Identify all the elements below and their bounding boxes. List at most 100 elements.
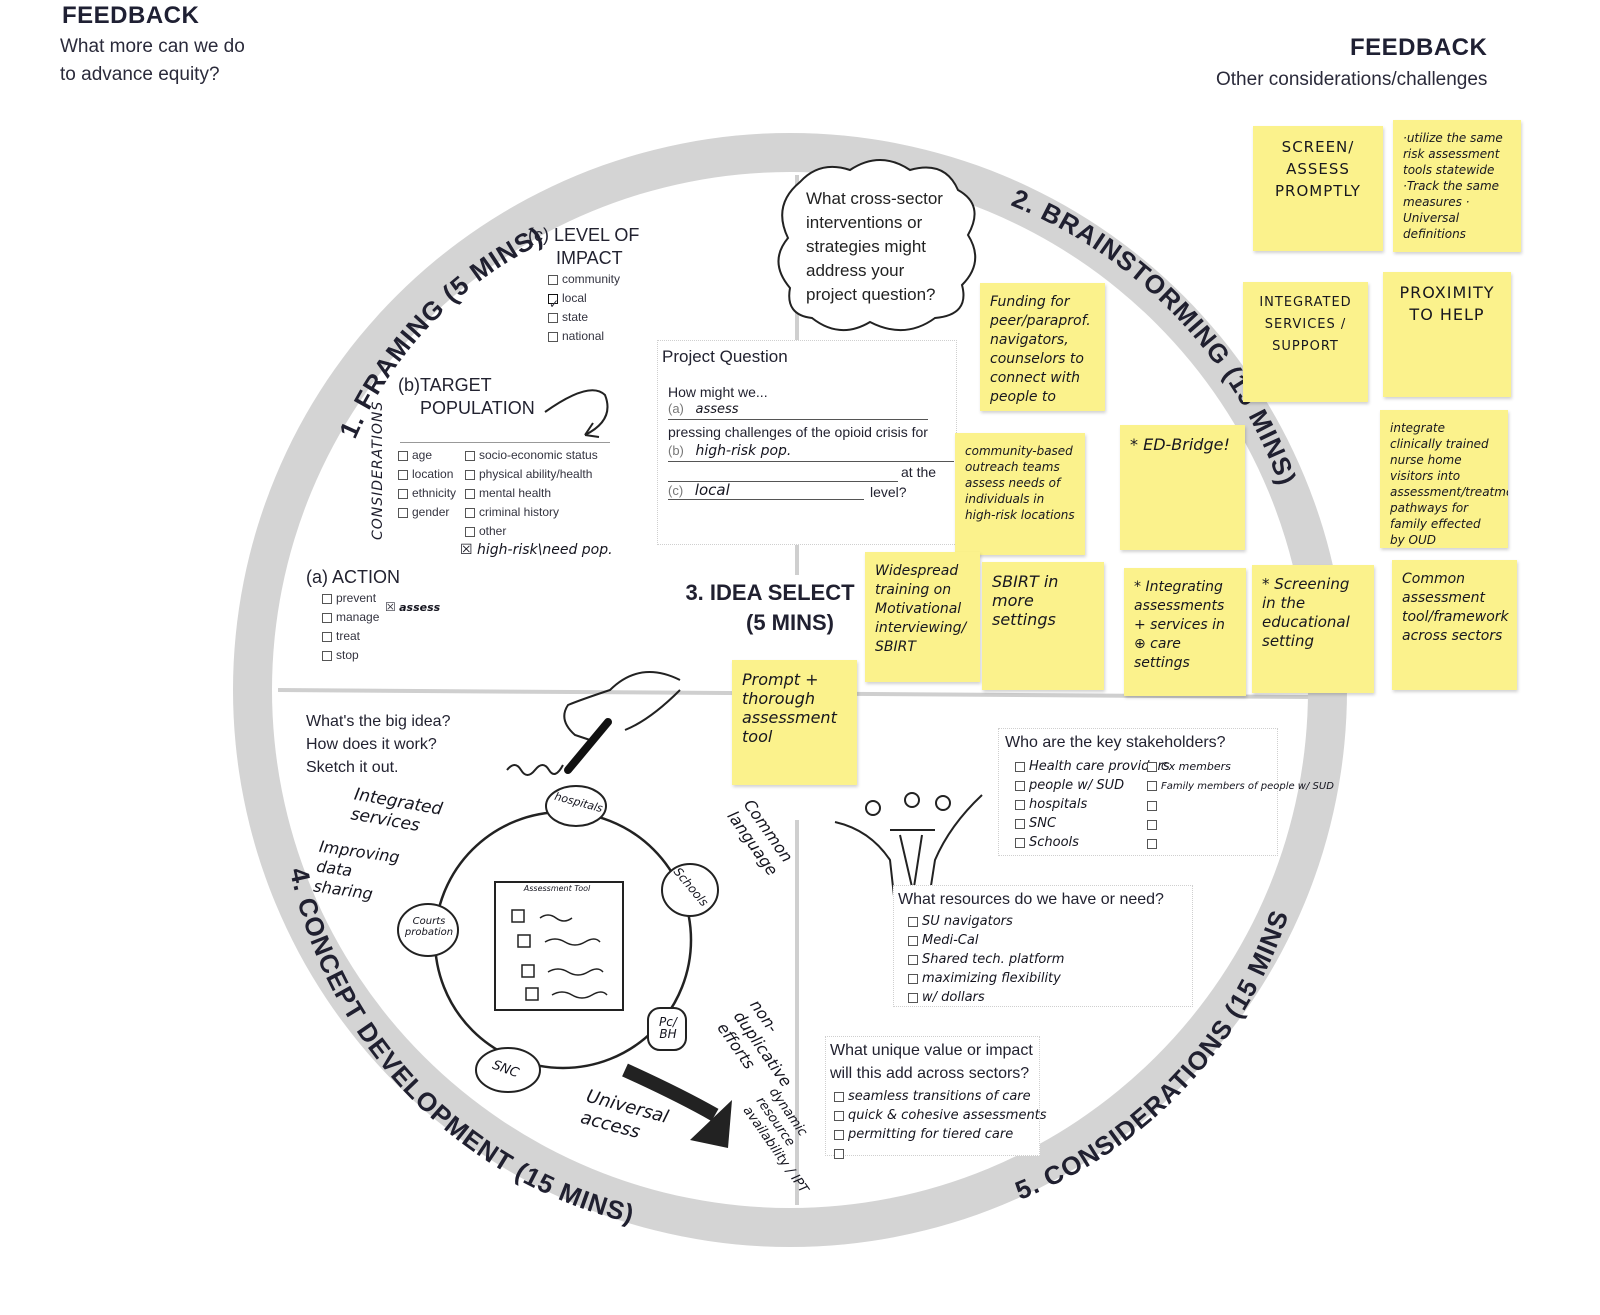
- note-integrated-services[interactable]: INTEGRATED SERVICES / SUPPORT: [1243, 282, 1368, 402]
- project-question-a[interactable]: (a) assess: [668, 401, 928, 420]
- bubble-question: What cross-sector interventions or strat…: [806, 187, 943, 307]
- project-question-level: level?: [870, 484, 907, 500]
- stakeholder-blank-1[interactable]: [1147, 796, 1334, 815]
- hand-sketch: [563, 671, 681, 741]
- project-question-pressing: pressing challenges of the opioid crisis…: [668, 424, 928, 440]
- target-option-ethnicity[interactable]: ethnicity: [398, 484, 456, 503]
- target-option-age[interactable]: age: [398, 446, 456, 465]
- target-col-1: age location ethnicity gender: [398, 446, 456, 522]
- unique-value-panel: What unique value or impact will this ad…: [825, 1036, 1047, 1159]
- feedback-right-subtitle: Other considerations/challenges: [1216, 69, 1488, 90]
- note-prompt-assessment[interactable]: Prompt + thorough assessment tool: [732, 660, 857, 785]
- note-sbirt[interactable]: SBIRT in more settings: [982, 562, 1104, 690]
- project-question-b[interactable]: (b) high-risk pop.: [668, 443, 954, 462]
- target-option-other[interactable]: other: [465, 522, 598, 541]
- action-option-stop[interactable]: stop: [322, 646, 400, 665]
- project-question-title: Project Question: [662, 347, 788, 366]
- note-funding[interactable]: Funding for peer/paraprof. navigators, c…: [980, 283, 1105, 411]
- assessment-tool-sheet: [494, 881, 624, 1011]
- stakeholders-title: Who are the key stakeholders?: [1005, 734, 1226, 751]
- node-courts-label: Courts probation: [404, 916, 454, 938]
- node-pcbh-label: Pc/ BH: [659, 1015, 677, 1041]
- big-idea-q2: How does it work?: [306, 736, 437, 753]
- project-question-at-the: at the: [901, 464, 937, 480]
- note-proximity[interactable]: PROXIMITY TO HELP: [1383, 272, 1511, 397]
- note-widespread-training[interactable]: Widespread training on Motivational inte…: [865, 552, 980, 682]
- considerations-vertical-label: CONSIDERATIONS: [370, 400, 386, 540]
- action-option-treat[interactable]: treat: [322, 627, 400, 646]
- resource-4[interactable]: maximizing flexibility: [908, 969, 1064, 988]
- target-col-2: socio-economic status physical ability/h…: [465, 446, 598, 541]
- stakeholder-4[interactable]: SNC: [1015, 814, 1170, 833]
- stakeholder-1[interactable]: Health care providers: [1015, 757, 1170, 776]
- stakeholder-3[interactable]: hospitals: [1015, 795, 1170, 814]
- note-ed-bridge[interactable]: * ED-Bridge!: [1120, 425, 1245, 550]
- target-option-criminal[interactable]: criminal history: [465, 503, 598, 522]
- impact-option-local[interactable]: ✓local: [548, 291, 587, 311]
- note-community-outreach[interactable]: community-based outreach teams assess ne…: [955, 433, 1085, 555]
- value-2[interactable]: quick & cohesive assessments: [834, 1106, 1047, 1125]
- level-of-impact-title: (c) LEVEL OF: [528, 225, 640, 245]
- note-screen-assess[interactable]: SCREEN/ ASSESS PROMPTLY: [1253, 126, 1383, 251]
- target-option-gender[interactable]: gender: [398, 503, 456, 522]
- value-3[interactable]: permitting for tiered care: [834, 1125, 1047, 1144]
- arrow-sketch: [622, 1063, 719, 1122]
- note-screening[interactable]: * Screening in the educational setting: [1252, 565, 1374, 693]
- big-idea-q1: What's the big idea?: [306, 713, 451, 730]
- stakeholder-blank-2[interactable]: [1147, 815, 1334, 834]
- level-of-impact-title-2: IMPACT: [556, 248, 623, 268]
- stakeholder-6[interactable]: Cx members: [1147, 757, 1334, 776]
- action-option-prevent[interactable]: prevent: [322, 589, 400, 608]
- big-idea-q3: Sketch it out.: [306, 759, 399, 776]
- level-of-impact: (c) LEVEL OF IMPACT community ✓local sta…: [528, 224, 639, 346]
- node-courts: [397, 903, 459, 957]
- big-idea-prompt: What's the big idea? How does it work? S…: [306, 710, 450, 779]
- stakeholder-2[interactable]: people w/ SUD: [1015, 776, 1170, 795]
- action-handwritten: ☒ assess: [385, 600, 441, 614]
- node-schools: [661, 863, 719, 917]
- feedback-left-subtitle: What more can we do to advance equity?: [60, 33, 245, 89]
- section-idea-select-label: 3. IDEA SELECT (5 MINS): [685, 580, 855, 635]
- assessment-tool-label: Assessment Tool: [523, 884, 591, 893]
- resource-2[interactable]: Medi-Cal: [908, 931, 1064, 950]
- target-option-location[interactable]: location: [398, 465, 456, 484]
- project-question-blank[interactable]: [668, 465, 898, 482]
- target-option-physical[interactable]: physical ability/health: [465, 465, 598, 484]
- bubble-line-2: interventions or: [806, 213, 923, 232]
- feedback-right-title: FEEDBACK: [1350, 34, 1488, 61]
- stakeholder-blank-3[interactable]: [1147, 834, 1334, 853]
- impact-option-national[interactable]: national: [548, 327, 639, 346]
- target-handwritten: ☒ high-risk\need pop.: [460, 542, 613, 558]
- bubble-line-5: project question?: [806, 285, 936, 304]
- note-integrate-clinical[interactable]: integrate clinically trained nurse home …: [1380, 410, 1508, 548]
- bubble-line-4: address your: [806, 261, 905, 280]
- project-question-panel: Project Question How might we... (a) ass…: [657, 340, 957, 545]
- target-arrow: [544, 389, 609, 436]
- note-utilize-tools[interactable]: ·utilize the same risk assessment tools …: [1393, 120, 1521, 252]
- feedback-left-title: FEEDBACK: [62, 2, 200, 29]
- resource-1[interactable]: SU navigators: [908, 912, 1064, 931]
- value-blank[interactable]: [834, 1144, 1047, 1163]
- stakeholder-7[interactable]: Family members of people w/ SUD: [1147, 776, 1334, 796]
- impact-option-state[interactable]: state: [548, 308, 639, 327]
- resource-3[interactable]: Shared tech. platform: [908, 950, 1064, 969]
- pen-sketch: [564, 718, 612, 774]
- target-option-ses[interactable]: socio-economic status: [465, 446, 598, 465]
- node-hospitals: [545, 785, 607, 827]
- target-option-mental[interactable]: mental health: [465, 484, 598, 503]
- resource-5[interactable]: w/ dollars: [908, 988, 1064, 1007]
- project-question-c[interactable]: (c) local: [668, 481, 864, 500]
- note-common-assessment[interactable]: Common assessment tool/framework across …: [1392, 560, 1517, 690]
- value-1[interactable]: seamless transitions of care: [834, 1087, 1047, 1106]
- impact-option-community[interactable]: community: [548, 270, 639, 289]
- action-option-manage[interactable]: manage: [322, 608, 400, 627]
- node-snc: [475, 1047, 541, 1093]
- action-block: (a) ACTION prevent manage treat stop: [306, 566, 400, 665]
- bubble-line-3: strategies might: [806, 237, 926, 256]
- project-question-how: How might we...: [668, 384, 768, 400]
- note-integrating[interactable]: * Integrating assessments + services in …: [1124, 568, 1246, 696]
- target-divider: [400, 442, 610, 443]
- stakeholder-5[interactable]: Schools: [1015, 833, 1170, 852]
- resources-panel: What resources do we have or need? SU na…: [893, 885, 1193, 1007]
- question-bubble: [777, 159, 977, 332]
